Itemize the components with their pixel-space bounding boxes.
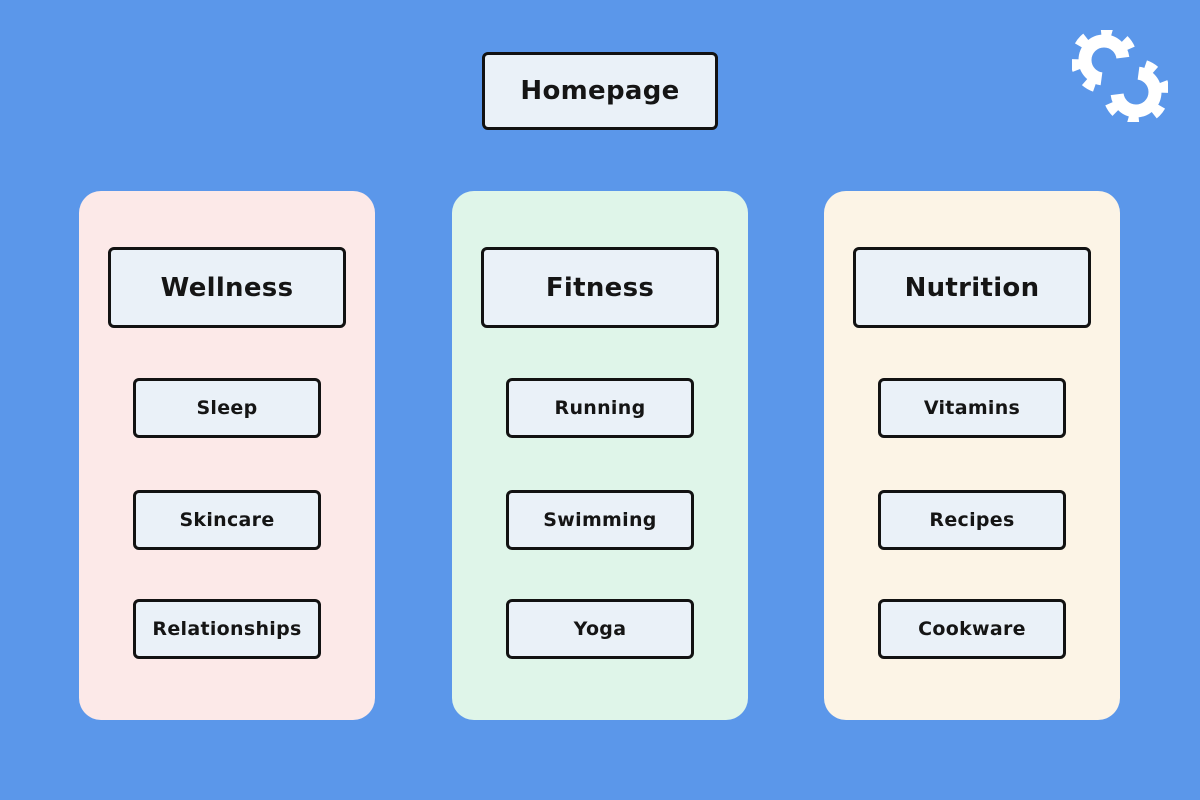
- subpage-node-yoga[interactable]: Yoga: [506, 599, 694, 659]
- category-card-nutrition[interactable]: Nutrition Vitamins Recipes Cookware: [824, 191, 1120, 720]
- category-header-wellness[interactable]: Wellness: [108, 247, 346, 328]
- subpage-node-swimming[interactable]: Swimming: [506, 490, 694, 550]
- subpage-node-running[interactable]: Running: [506, 378, 694, 438]
- subpage-label: Skincare: [179, 509, 275, 531]
- category-title: Wellness: [160, 272, 294, 303]
- gears-logo-icon: [1072, 30, 1168, 122]
- subpage-node-skincare[interactable]: Skincare: [133, 490, 321, 550]
- category-title: Fitness: [545, 272, 655, 303]
- subpage-label: Recipes: [929, 509, 1015, 531]
- category-card-fitness[interactable]: Fitness Running Swimming Yoga: [452, 191, 748, 720]
- homepage-node[interactable]: Homepage: [482, 52, 718, 130]
- subpage-label: Sleep: [196, 397, 258, 419]
- subpage-node-relationships[interactable]: Relationships: [133, 599, 321, 659]
- subpage-node-vitamins[interactable]: Vitamins: [878, 378, 1066, 438]
- subpage-label: Swimming: [543, 509, 657, 531]
- subpage-label: Running: [554, 397, 646, 419]
- subpage-node-sleep[interactable]: Sleep: [133, 378, 321, 438]
- subpage-label: Vitamins: [923, 397, 1021, 419]
- subpage-node-recipes[interactable]: Recipes: [878, 490, 1066, 550]
- homepage-label: Homepage: [520, 76, 680, 106]
- category-header-fitness[interactable]: Fitness: [481, 247, 719, 328]
- category-card-wellness[interactable]: Wellness Sleep Skincare Relationships: [79, 191, 375, 720]
- subpage-label: Relationships: [152, 618, 302, 640]
- subpage-label: Yoga: [573, 618, 627, 640]
- category-title: Nutrition: [904, 272, 1040, 303]
- subpage-node-cookware[interactable]: Cookware: [878, 599, 1066, 659]
- category-header-nutrition[interactable]: Nutrition: [853, 247, 1091, 328]
- subpage-label: Cookware: [918, 618, 1026, 640]
